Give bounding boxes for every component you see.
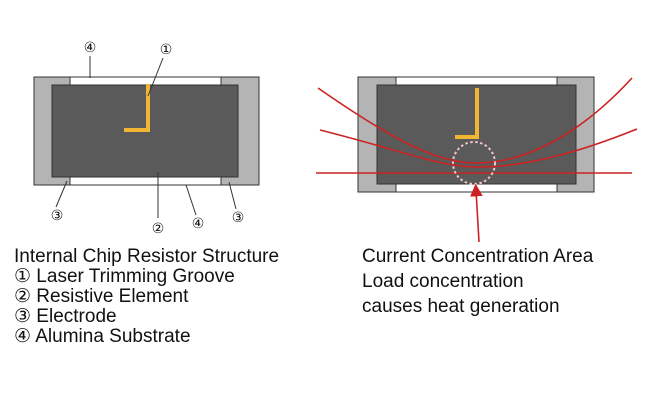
substrate-top-strip-right: [376, 76, 577, 86]
laser-trimming-groove-right: [455, 88, 479, 139]
marker-resistive-element: ②: [152, 221, 165, 237]
structure-caption-title: Internal Chip Resistor Structure: [14, 246, 280, 267]
leader-line-3-left: [55, 180, 68, 208]
structure-caption: Internal Chip Resistor Structure ① Laser…: [14, 247, 279, 347]
concentration-caption-line-3: causes heat generation: [362, 296, 560, 317]
caption-item-alumina-substrate: ④ Alumina Substrate: [14, 326, 191, 347]
concentration-caption-line-2: Load concentration: [362, 271, 524, 292]
marker-electrode-right: ③: [232, 210, 245, 226]
concentration-caption-line-1: Current Concentration Area: [362, 246, 594, 267]
leader-line-1: [147, 57, 164, 97]
caption-item-laser-trimming-groove: ① Laser Trimming Groove: [14, 266, 235, 287]
leader-line-4-bottom: [185, 184, 197, 216]
marker-laser-trimming-groove: ①: [160, 42, 173, 58]
substrate-bottom-strip: [51, 176, 239, 186]
left-chip-resistor: ④ ① ③ ② ④ ③: [33, 40, 260, 237]
caption-item-resistive-element: ② Resistive Element: [14, 286, 189, 307]
concentration-caption: Current Concentration Area Load concentr…: [362, 247, 593, 322]
concentration-circle: [452, 141, 496, 185]
laser-trimming-groove: [124, 84, 150, 132]
concentration-arrow: [469, 183, 483, 243]
marker-electrode-left: ③: [51, 208, 64, 224]
right-chip-resistor: [316, 76, 638, 243]
marker-alumina-substrate-bottom: ④: [192, 216, 205, 232]
current-line-top: [317, 77, 633, 164]
substrate-top-strip: [51, 76, 239, 86]
caption-item-electrode: ③ Electrode: [14, 306, 117, 327]
leader-line-3-right: [228, 181, 237, 210]
current-line-middle: [319, 128, 638, 168]
marker-alumina-substrate-top: ④: [84, 40, 97, 56]
